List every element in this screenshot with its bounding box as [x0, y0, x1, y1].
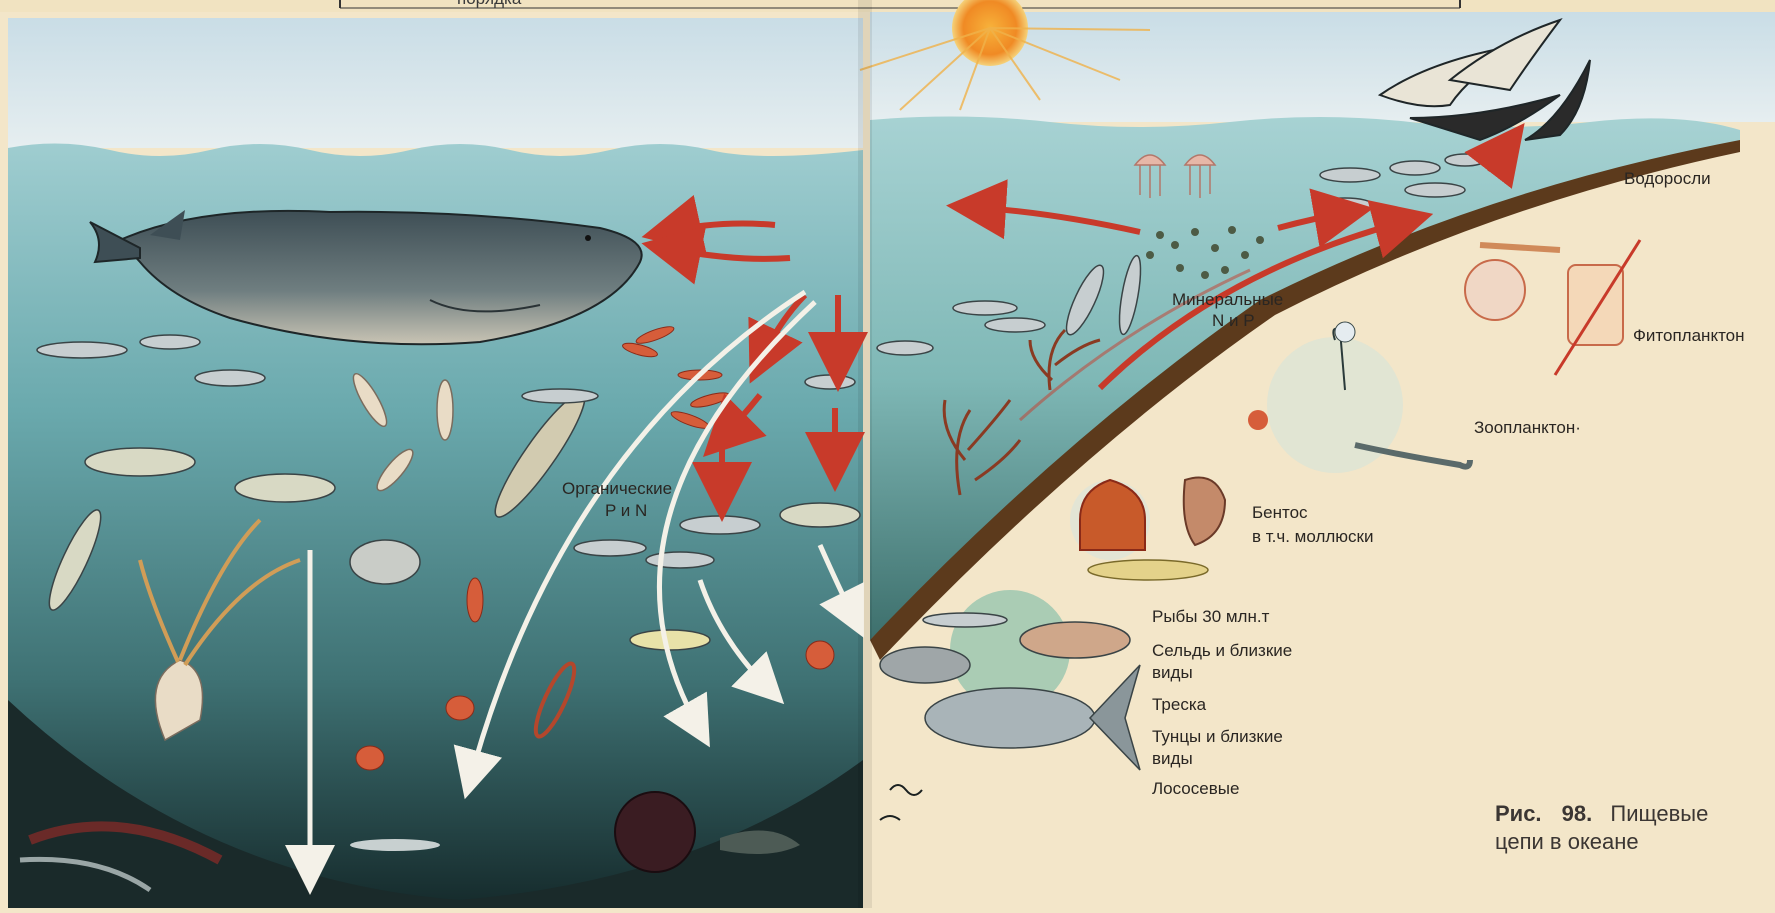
label-organic: Органические — [562, 478, 672, 500]
label-herring: Сельдь и близкие — [1152, 640, 1292, 662]
caption-title-2: цепи в океане — [1495, 829, 1639, 854]
label-salmon: Лососевые — [1152, 778, 1239, 800]
label-phytoplankton: Фитопланктон — [1633, 325, 1745, 347]
label-zooplankton: Зоопланктон· — [1474, 417, 1581, 439]
label-herring-species: виды — [1152, 662, 1193, 684]
caption-title-1: Пищевые — [1610, 801, 1708, 826]
label-algae: Водоросли — [1624, 168, 1711, 190]
label-benthos-mollusks: в т.ч. моллюски — [1252, 526, 1373, 548]
label-mineral: Минеральные — [1172, 289, 1283, 311]
figure-caption: Рис. 98. Пищевые цепи в океане — [1495, 800, 1765, 856]
label-mineral-np: N и P — [1212, 310, 1255, 332]
label-fish-total: Рыбы 30 млн.т — [1152, 606, 1269, 628]
label-cod: Треска — [1152, 694, 1206, 716]
label-benthos: Бентос — [1252, 502, 1308, 524]
label-organic-pn: P и N — [605, 500, 647, 522]
label-tuna: Тунцы и близкие — [1152, 726, 1283, 748]
label-tuna-species: виды — [1152, 748, 1193, 770]
caption-prefix: Рис. — [1495, 801, 1542, 826]
caption-number: 98. — [1562, 801, 1593, 826]
top-text-fragment: порядка — [457, 0, 521, 10]
